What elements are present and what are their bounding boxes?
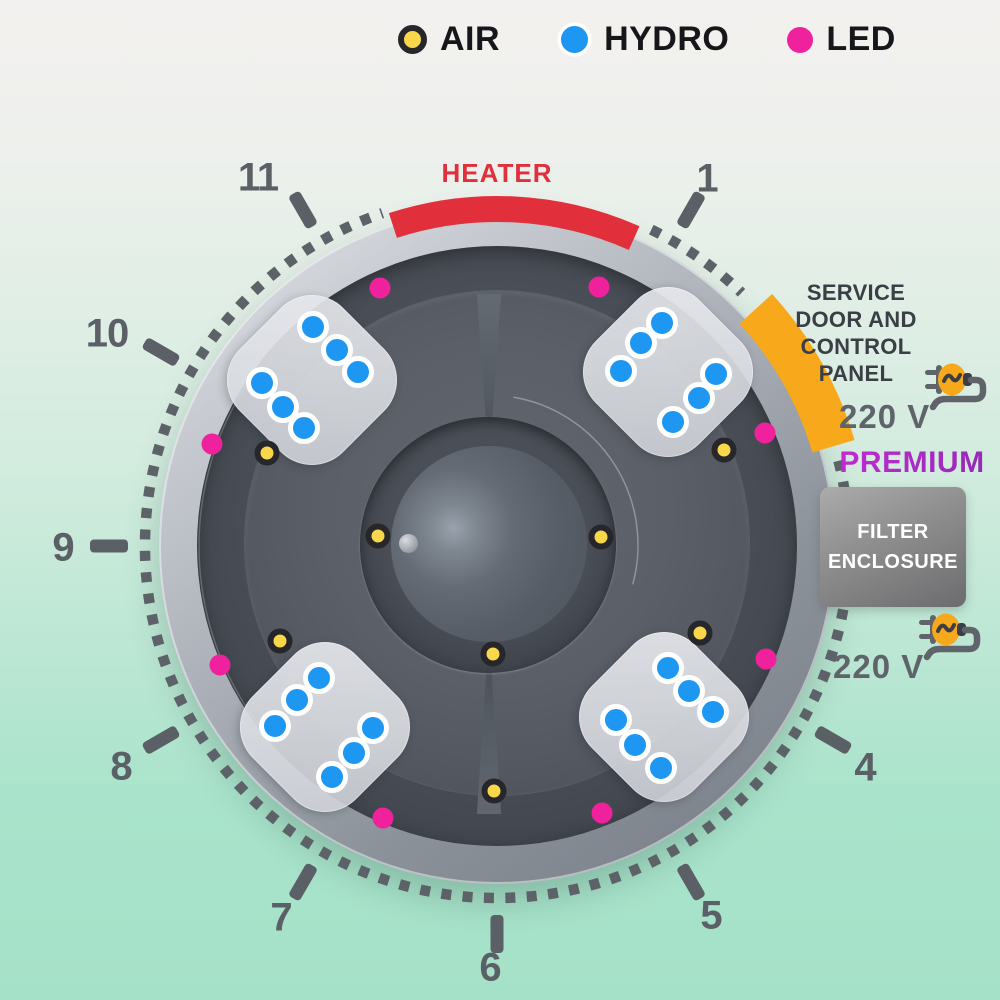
air-jet [267, 628, 293, 654]
power-cable [923, 626, 981, 661]
hour-tick-11 [287, 190, 319, 230]
voltage-label: 220 V [833, 648, 925, 685]
voltage-label: 220 V [839, 398, 931, 435]
legend-label: AIR [440, 20, 501, 58]
legend: AIR HYDRO LED [398, 20, 896, 59]
hydro-jet [316, 761, 348, 793]
power-plug-icon [919, 613, 981, 661]
air-jet [365, 523, 391, 549]
premium-label: PREMIUM [826, 446, 998, 480]
power-connection-filter: 220 V [827, 604, 1000, 694]
clock-number-1: 1 [696, 156, 718, 201]
led-light [588, 276, 610, 298]
hydro-jet [625, 327, 657, 359]
clock-number-4: 4 [854, 745, 876, 790]
hydro-jet [657, 406, 689, 438]
air-jet [480, 641, 506, 667]
filter-enclosure-box: FILTER ENCLOSURE [820, 487, 966, 607]
hydro-jet [683, 382, 715, 414]
label-line: FILTER [857, 521, 929, 543]
heater-label: HEATER [441, 158, 553, 188]
hydro-jet [697, 696, 729, 728]
label-line: PANEL [818, 361, 894, 386]
clock-number-6: 6 [479, 945, 501, 990]
led-legend-dot-icon [787, 26, 814, 53]
label-line: CONTROL [800, 334, 912, 359]
legend-label: LED [826, 20, 896, 58]
air-jet [481, 778, 507, 804]
hour-tick-5 [675, 862, 707, 902]
legend-label: HYDRO [604, 20, 730, 58]
power-cable [929, 376, 987, 411]
hydro-jet [288, 412, 320, 444]
led-light [755, 648, 777, 670]
led-light [369, 277, 391, 299]
hydro-jet [259, 710, 291, 742]
clock-number-7: 7 [270, 895, 292, 940]
hour-tick-10 [141, 336, 181, 368]
label-line: SERVICE [806, 280, 906, 305]
hydro-jet [338, 737, 370, 769]
hydro-jet [281, 684, 313, 716]
drain-knob [399, 534, 418, 553]
legend-item-hydro: HYDRO [558, 20, 729, 59]
label-line: DOOR AND [795, 307, 917, 332]
hour-tick-4 [813, 724, 853, 756]
hour-tick-1 [675, 190, 707, 230]
air-jet [588, 524, 614, 550]
clock-number-5: 5 [700, 893, 722, 938]
hour-tick-7 [287, 862, 319, 902]
clock-number-10: 10 [85, 311, 129, 356]
clock-number-8: 8 [110, 744, 132, 789]
led-light [591, 802, 613, 824]
label-line: ENCLOSURE [827, 551, 959, 573]
air-legend-dot-icon [398, 25, 427, 54]
air-jet [254, 440, 280, 466]
air-jet [687, 620, 713, 646]
hydro-jet [297, 311, 329, 343]
led-light [372, 807, 394, 829]
air-jet [711, 437, 737, 463]
hour-tick-8 [141, 724, 181, 756]
clock-number-9: 9 [52, 525, 74, 570]
hour-tick-9 [90, 539, 128, 553]
led-light [209, 654, 231, 676]
hour-tick-6 [490, 915, 504, 953]
led-light [201, 433, 223, 455]
legend-item-led: LED [787, 20, 896, 59]
hydro-jet [605, 355, 637, 387]
power-connection-control-panel: 220 V [833, 354, 1000, 444]
legend-item-air: AIR [398, 20, 500, 59]
hydro-jet [619, 729, 651, 761]
power-plug-icon [925, 363, 987, 411]
center-dome [391, 446, 587, 642]
hydro-jet [342, 356, 374, 388]
hydro-jet [645, 752, 677, 784]
clock-number-11: 11 [237, 155, 279, 200]
led-light [754, 422, 776, 444]
hydro-legend-dot-icon [558, 23, 592, 56]
